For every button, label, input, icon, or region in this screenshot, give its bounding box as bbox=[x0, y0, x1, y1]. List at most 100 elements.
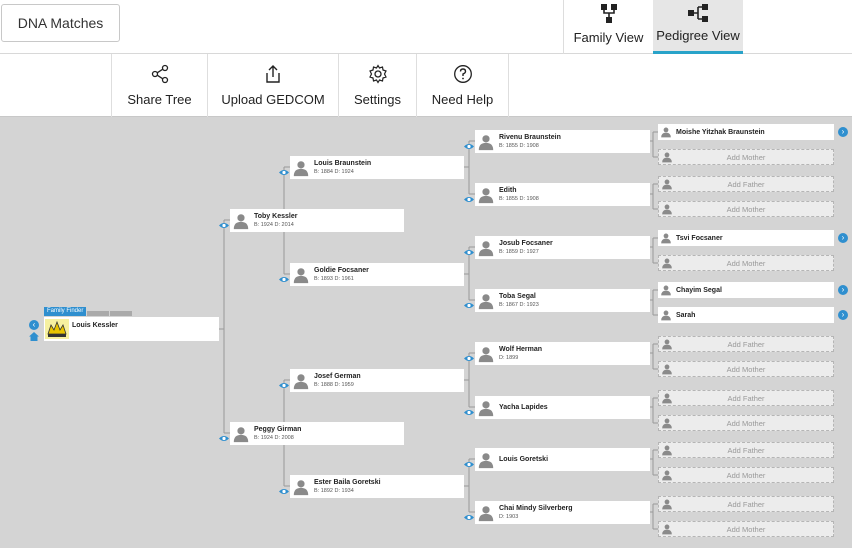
eye-icon[interactable] bbox=[464, 514, 474, 521]
add-parent-label: Add Mother bbox=[726, 258, 766, 268]
person-card[interactable]: Tsvi Focsaner bbox=[658, 230, 834, 246]
eye-icon[interactable] bbox=[279, 169, 289, 176]
person-dates: B: 1888 D: 1959 bbox=[314, 381, 354, 388]
avatar bbox=[475, 183, 497, 206]
eye-icon[interactable] bbox=[464, 302, 474, 309]
add-parent-button[interactable]: Add Father bbox=[658, 336, 834, 352]
tag-segment bbox=[87, 311, 110, 316]
add-parent-button[interactable]: Add Father bbox=[658, 176, 834, 192]
settings-button[interactable]: Settings bbox=[338, 54, 416, 117]
person-card[interactable]: Moishe Yitzhak Braunstein bbox=[658, 124, 834, 140]
navigate-back-icon[interactable]: ‹ bbox=[29, 320, 39, 330]
eye-icon[interactable] bbox=[464, 196, 474, 203]
avatar bbox=[230, 209, 252, 232]
person-card[interactable]: Chayim Segal bbox=[658, 282, 834, 298]
add-parent-label: Add Father bbox=[727, 393, 765, 403]
add-parent-button[interactable]: Add Father bbox=[658, 496, 834, 512]
add-parent-button[interactable]: Add Mother bbox=[658, 415, 834, 431]
tab-pedigree-view[interactable]: Pedigree View bbox=[653, 0, 743, 54]
tab-family-view[interactable]: Family View bbox=[563, 0, 653, 54]
eye-icon[interactable] bbox=[464, 143, 474, 150]
add-parent-button[interactable]: Add Mother bbox=[658, 361, 834, 377]
eye-icon[interactable] bbox=[464, 355, 474, 362]
person-name: Josub Focsaner bbox=[499, 239, 553, 247]
expand-arrow-icon[interactable]: › bbox=[838, 233, 848, 243]
avatar bbox=[659, 469, 675, 481]
add-parent-label: Add Mother bbox=[726, 152, 766, 162]
eye-icon[interactable] bbox=[219, 435, 229, 442]
upload-gedcom-button[interactable]: Upload GEDCOM bbox=[207, 54, 338, 117]
person-card[interactable]: Sarah bbox=[658, 307, 834, 323]
tab-family-label: Family View bbox=[573, 30, 644, 45]
avatar bbox=[659, 363, 675, 375]
connector-line bbox=[464, 140, 475, 195]
person-dates: B: 1893 D: 1961 bbox=[314, 275, 354, 282]
connector-line bbox=[650, 397, 658, 424]
share-tree-label: Share Tree bbox=[127, 92, 192, 107]
eye-icon[interactable] bbox=[464, 249, 474, 256]
add-parent-button[interactable]: Add Mother bbox=[658, 255, 834, 271]
expand-arrow-icon[interactable]: › bbox=[838, 310, 848, 320]
add-parent-label: Add Mother bbox=[726, 418, 766, 428]
avatar bbox=[475, 396, 497, 419]
add-parent-button[interactable]: Add Father bbox=[658, 442, 834, 458]
person-silhouette-icon bbox=[478, 346, 494, 362]
eye-icon[interactable] bbox=[279, 382, 289, 389]
dna-matches-button[interactable]: DNA Matches bbox=[1, 4, 120, 42]
settings-label: Settings bbox=[354, 92, 401, 107]
add-parent-button[interactable]: Add Mother bbox=[658, 149, 834, 165]
person-card[interactable]: Yacha Lapides bbox=[475, 396, 650, 419]
share-tree-button[interactable]: Share Tree bbox=[111, 54, 207, 117]
person-dates: B: 1855 D: 1908 bbox=[499, 195, 539, 202]
person-name: Chai Mindy Silverberg bbox=[499, 504, 573, 512]
need-help-label: Need Help bbox=[431, 92, 494, 107]
eye-icon[interactable] bbox=[464, 409, 474, 416]
person-silhouette-icon bbox=[293, 373, 309, 389]
expand-arrow-icon[interactable]: › bbox=[838, 127, 848, 137]
eye-icon[interactable] bbox=[279, 276, 289, 283]
person-silhouette-icon bbox=[662, 524, 672, 535]
person-silhouette-icon bbox=[478, 134, 494, 150]
person-silhouette-icon bbox=[662, 418, 672, 429]
person-card[interactable]: Louis Goretski bbox=[475, 448, 650, 471]
person-silhouette-icon bbox=[293, 160, 309, 176]
add-parent-button[interactable]: Add Father bbox=[658, 390, 834, 406]
connector-line bbox=[650, 131, 658, 158]
person-info: Yacha Lapides bbox=[497, 403, 548, 412]
eye-icon[interactable] bbox=[464, 461, 474, 468]
person-name: Sarah bbox=[676, 311, 696, 319]
expand-arrow-icon[interactable]: › bbox=[838, 285, 848, 295]
person-silhouette-icon bbox=[662, 470, 672, 481]
home-icon[interactable] bbox=[29, 332, 39, 341]
eye-icon[interactable] bbox=[279, 488, 289, 495]
add-parent-button[interactable]: Add Mother bbox=[658, 467, 834, 483]
avatar bbox=[290, 156, 312, 179]
add-parent-button[interactable]: Add Mother bbox=[658, 521, 834, 537]
person-silhouette-icon bbox=[478, 400, 494, 416]
person-silhouette-icon bbox=[661, 285, 671, 296]
person-name: Louis Braunstein bbox=[314, 159, 372, 167]
person-silhouette-icon bbox=[662, 499, 672, 510]
connector-line bbox=[650, 237, 658, 264]
root-person-card[interactable]: Louis Kessler bbox=[44, 317, 219, 341]
person-dates: B: 1924 D: 2008 bbox=[254, 434, 294, 441]
person-silhouette-icon bbox=[661, 127, 671, 138]
root-person-name: Louis Kessler bbox=[72, 321, 118, 329]
need-help-button[interactable]: Need Help bbox=[416, 54, 509, 117]
add-parent-button[interactable]: Add Mother bbox=[658, 201, 834, 217]
eye-icon[interactable] bbox=[219, 222, 229, 229]
add-parent-label: Add Father bbox=[727, 339, 765, 349]
